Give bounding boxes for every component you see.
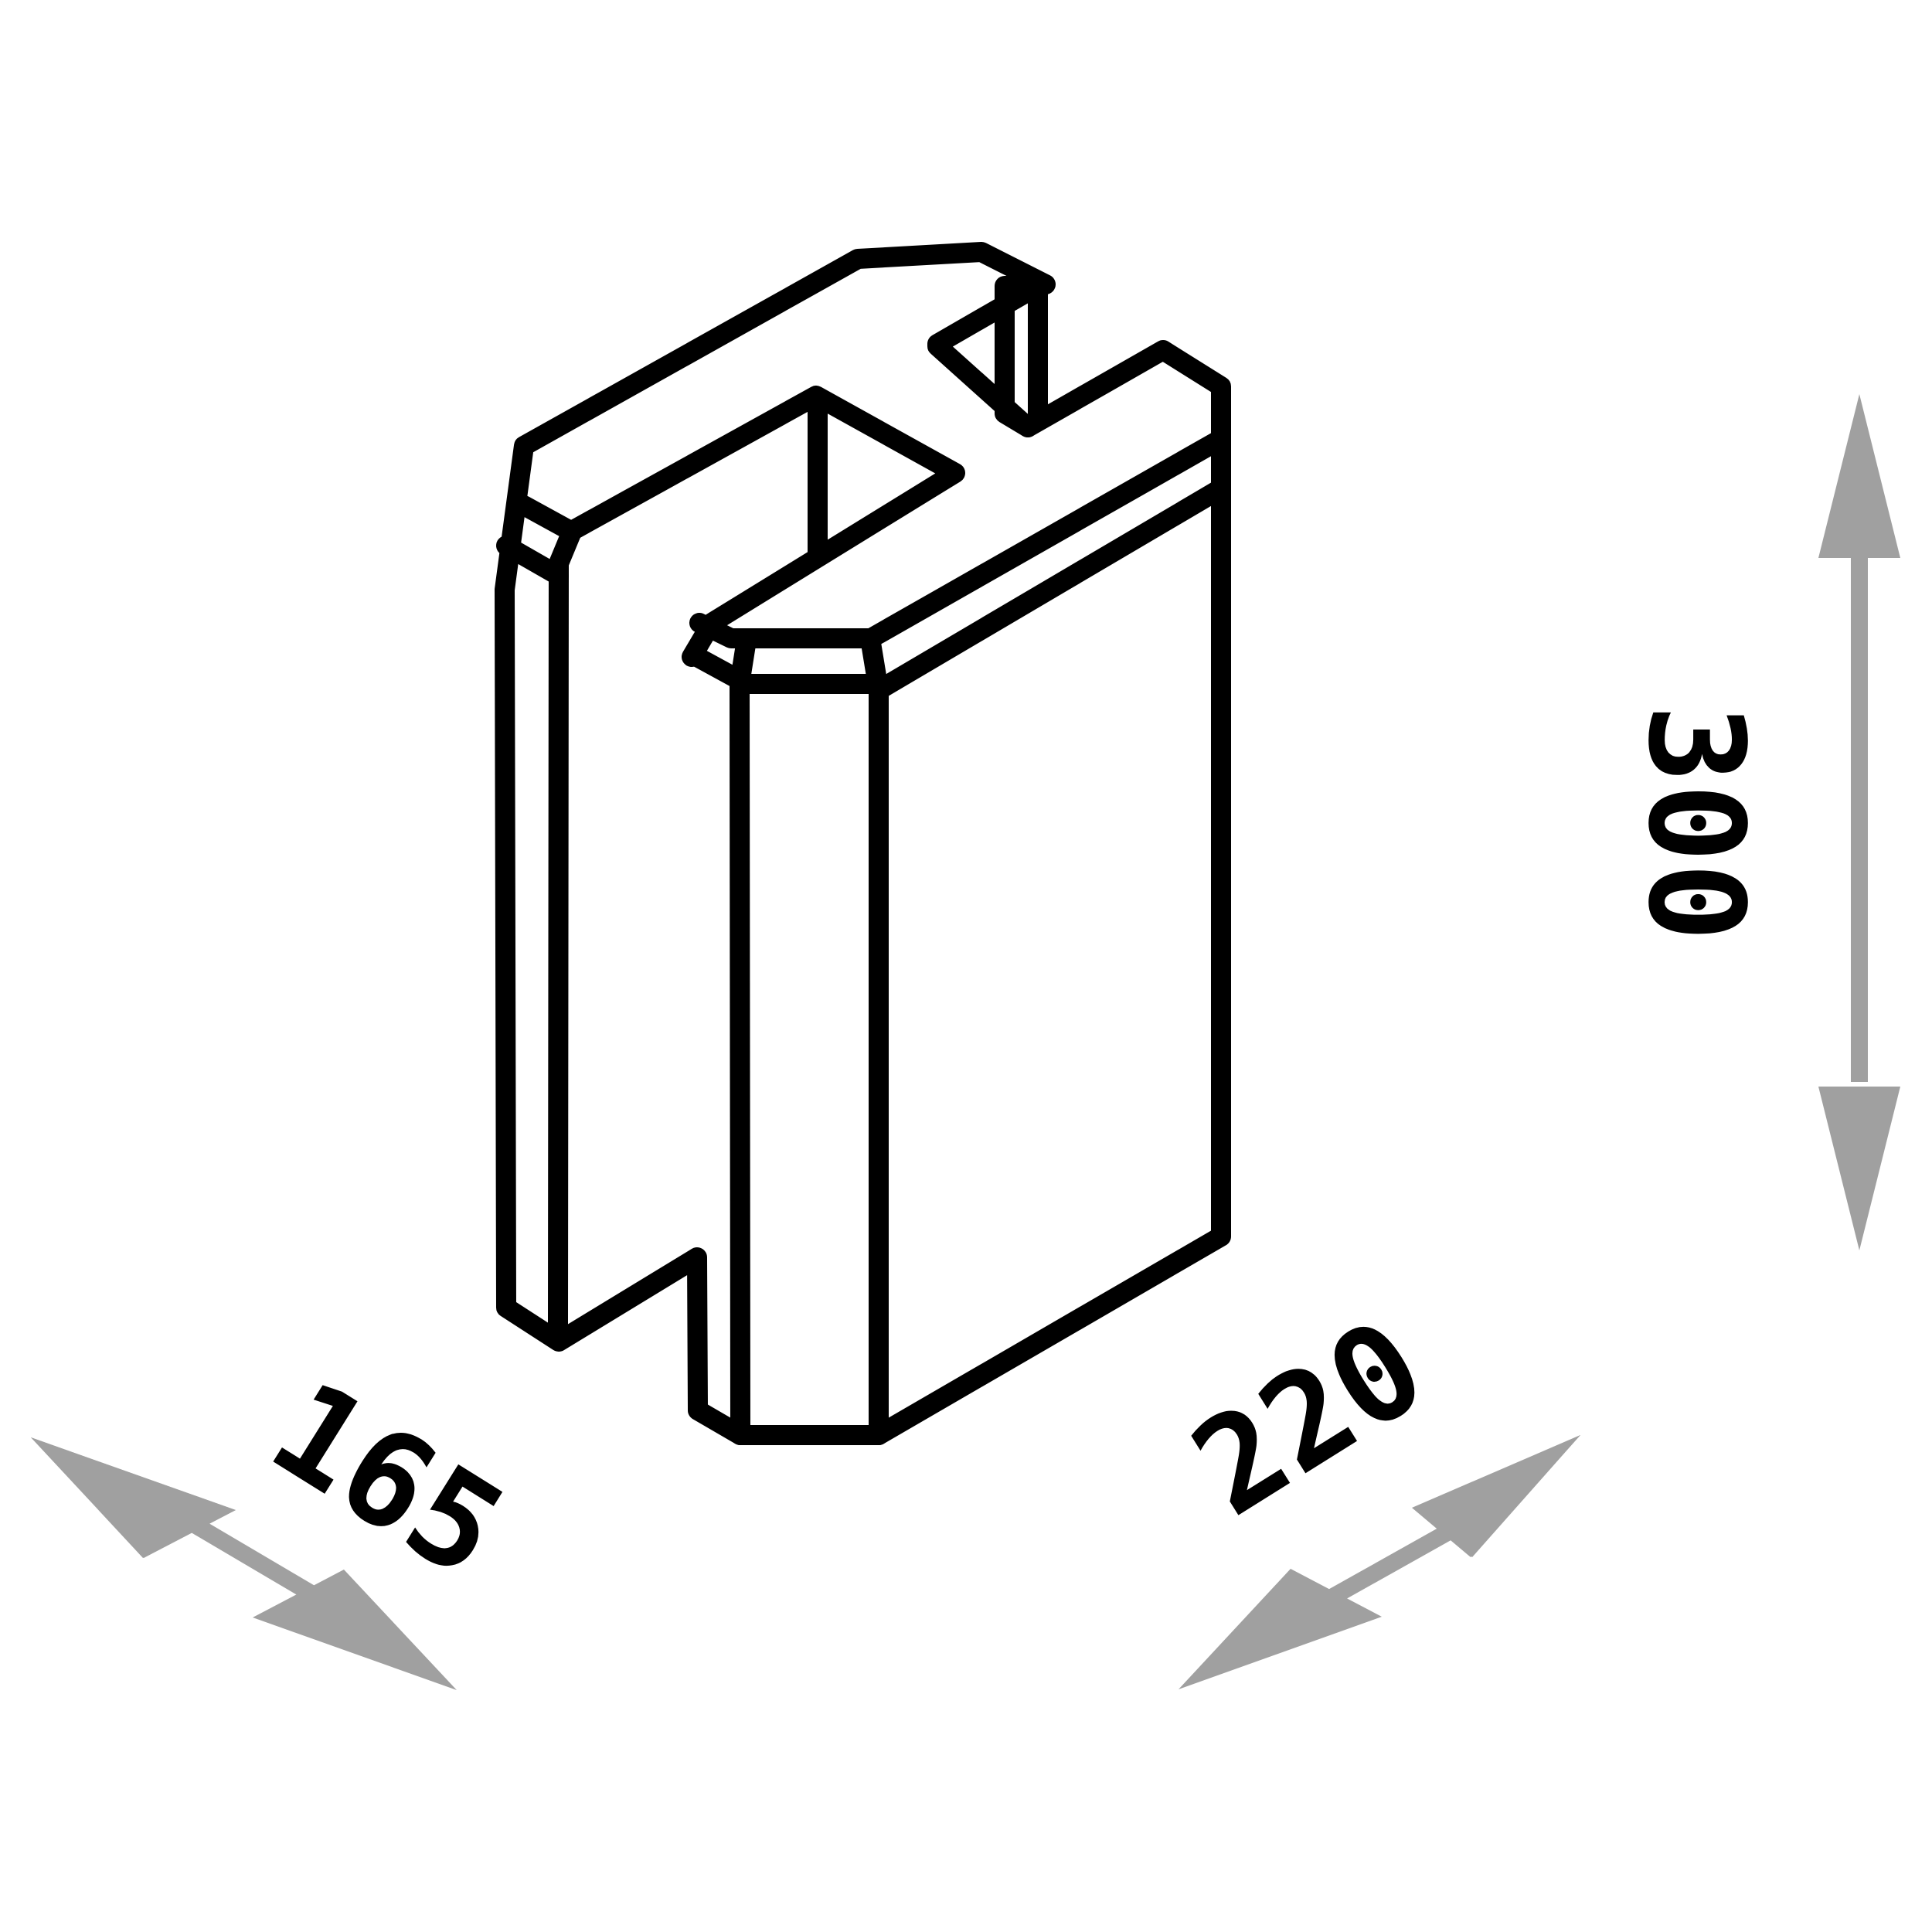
left-ledge: [514, 495, 582, 1336]
left-ledge-lower: [496, 536, 569, 586]
front-top-face: [689, 429, 1231, 648]
height-dimension: 300: [1619, 394, 1900, 1250]
front-panel-left-edge: [730, 630, 757, 694]
front-top-face-lower: [869, 478, 1231, 1445]
height-label: 300: [1619, 704, 1772, 941]
depth-label: 165: [246, 1352, 528, 1608]
depth-arrow-upper-left-head: [31, 1437, 236, 1558]
width-label: 220: [1168, 1291, 1450, 1546]
width-arrow-upper-right-head: [1412, 1435, 1580, 1557]
height-arrow-down-icon: [1818, 1087, 1900, 1250]
width-arrow-lower-left-icon: [1179, 1569, 1382, 1689]
block-outline: [495, 242, 1231, 1445]
height-arrow-up-icon: [1818, 394, 1900, 558]
width-dimension: 220: [1168, 1291, 1580, 1689]
depth-dimension: 165: [31, 1352, 529, 1690]
block-silhouette: [495, 242, 1231, 1445]
upper-notch: [927, 276, 1048, 437]
depth-arrow-shaft: [177, 1509, 328, 1608]
front-panel-right-edge: [860, 628, 889, 700]
depth-arrow-lower-right-icon: [253, 1570, 457, 1690]
